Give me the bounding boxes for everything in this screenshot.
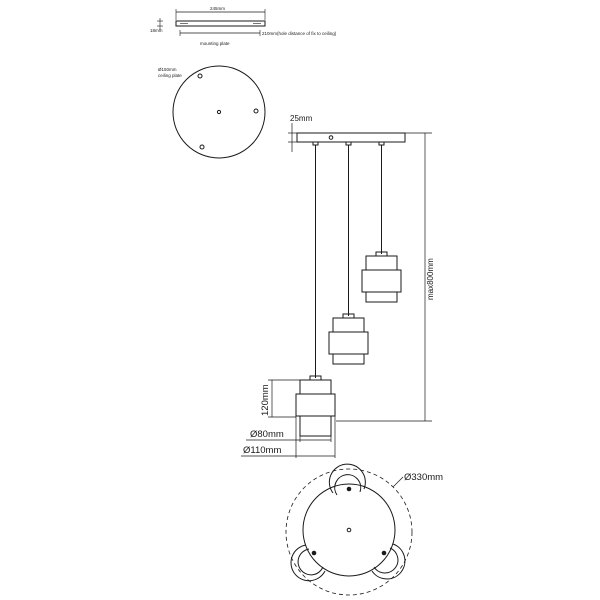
outer-diameter-label: Ø110mm (243, 445, 281, 456)
mounting-plate-top-view: 245mm 18mm 210mm(hole distance of fix to… (150, 6, 337, 46)
bottom-plan-view: Ø330mm (285, 463, 443, 596)
mounting-plate-caption: mounting plate (200, 41, 230, 46)
pendant-shade-2 (328, 313, 369, 365)
mounting-plate-bar (175, 20, 266, 27)
ceiling-plate-view: Ø150mm ceiling plate (158, 65, 266, 159)
shade-height-label: 120mm (260, 384, 271, 416)
pendant-shade-1 (295, 375, 336, 437)
ceiling-plate-circle (172, 65, 266, 159)
overall-footprint-dashed-circle (285, 468, 413, 596)
pendant-shade-3 (361, 251, 402, 303)
drop-length-label: max800mm (426, 258, 435, 300)
base-plate-circle (302, 483, 396, 577)
ceiling-plate-caption: ceiling plate (158, 73, 182, 78)
plate-width-label: 245mm (210, 6, 225, 11)
overall-diameter-label: Ø330mm (404, 472, 443, 483)
ceiling-plate-diameter-label: Ø150mm (158, 67, 177, 72)
hole-distance-label: 210mm(hole distance of fix to ceiling) (262, 31, 337, 36)
inner-diameter-label: Ø80mm (250, 429, 284, 440)
plate-height-label: 18mm (150, 28, 163, 33)
canopy-height-label: 25mm (290, 114, 313, 123)
side-elevation-view: 25mm max800mm 120mm (241, 114, 435, 458)
canopy-bar (296, 132, 406, 143)
